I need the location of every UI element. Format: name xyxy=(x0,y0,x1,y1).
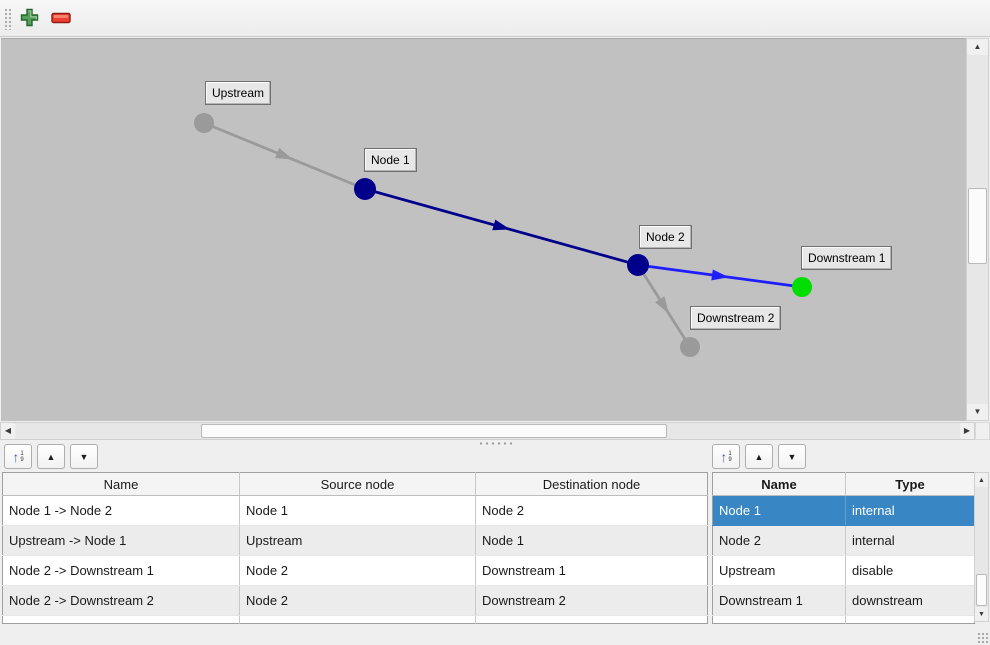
node-upstream[interactable] xyxy=(194,113,214,133)
table-cell[interactable]: Node 2 -> Downstream 2 xyxy=(2,585,240,616)
table-cell[interactable]: Node 2 -> Downstream 1 xyxy=(2,555,240,586)
table-cell[interactable]: Node 2 xyxy=(239,555,476,586)
table-cell[interactable]: Node 1 xyxy=(712,495,846,526)
edges-move-down-button[interactable]: ▼ xyxy=(70,444,98,469)
node-node-1[interactable] xyxy=(354,178,376,200)
nodes-move-up-button[interactable]: ▲ xyxy=(745,444,773,469)
column-header-name[interactable]: Name xyxy=(2,472,240,496)
scroll-up-icon[interactable]: ▲ xyxy=(967,39,988,55)
scroll-right-icon[interactable]: ▶ xyxy=(960,423,974,439)
scroll-up-icon[interactable]: ▲ xyxy=(975,473,988,487)
main-toolbar xyxy=(0,0,990,37)
scroll-down-icon[interactable]: ▼ xyxy=(975,607,988,621)
column-header-name[interactable]: Name xyxy=(712,472,846,496)
scrollbar-corner xyxy=(975,422,990,440)
nodes-table-scroll-thumb[interactable] xyxy=(976,574,987,606)
node-label-node-2[interactable]: Node 2 xyxy=(639,225,692,249)
table-cell[interactable]: disable xyxy=(845,555,975,586)
node-label-upstream[interactable]: Upstream xyxy=(205,81,272,105)
table-cell[interactable]: Node 1 xyxy=(239,495,476,526)
table-cell[interactable]: Downstream 1 xyxy=(475,555,708,586)
empty-row xyxy=(712,615,975,624)
node-downstream-1[interactable] xyxy=(792,277,812,297)
table-cell[interactable]: Node 2 xyxy=(475,495,708,526)
graph-horizontal-scrollbar[interactable]: ◀ ▶ xyxy=(0,422,975,440)
nodes-table-scrollbar[interactable]: ▲ ▼ xyxy=(974,472,989,622)
node-label-downstream-1[interactable]: Downstream 1 xyxy=(801,246,893,270)
nodes-move-down-button[interactable]: ▼ xyxy=(778,444,806,469)
pane-splitter-handle[interactable] xyxy=(477,440,513,445)
node-label-node-1[interactable]: Node 1 xyxy=(364,148,417,172)
edge-arrow-icon xyxy=(655,296,669,314)
move-up-icon: ▲ xyxy=(46,451,56,462)
table-cell[interactable]: downstream xyxy=(845,585,975,616)
table-cell[interactable]: Node 1 xyxy=(475,525,708,556)
remove-icon xyxy=(51,12,71,27)
edges-move-up-button[interactable]: ▲ xyxy=(37,444,65,469)
graph-svg xyxy=(194,113,812,357)
table-cell[interactable]: Node 2 xyxy=(239,585,476,616)
column-header-source-node[interactable]: Source node xyxy=(239,472,476,496)
table-cell[interactable]: internal xyxy=(845,495,975,526)
table-cell[interactable]: Upstream xyxy=(239,525,476,556)
graph-vscroll-thumb[interactable] xyxy=(968,188,987,264)
table-cell[interactable]: Upstream -> Node 1 xyxy=(2,525,240,556)
table-cell[interactable]: Upstream xyxy=(712,555,846,586)
node-label-downstream-2[interactable]: Downstream 2 xyxy=(690,306,782,330)
window-resize-grip[interactable] xyxy=(977,632,988,643)
toolbar-drag-handle[interactable] xyxy=(4,8,13,30)
table-cell[interactable]: internal xyxy=(845,525,975,556)
graph-hscroll-thumb[interactable] xyxy=(201,424,667,438)
edge-arrow-icon xyxy=(711,269,729,281)
empty-row xyxy=(2,615,708,624)
column-header-type[interactable]: Type xyxy=(845,472,975,496)
move-down-icon: ▼ xyxy=(787,451,797,462)
scroll-down-icon[interactable]: ▼ xyxy=(967,404,988,420)
table-cell[interactable]: Node 2 xyxy=(712,525,846,556)
table-cell[interactable]: Downstream 1 xyxy=(712,585,846,616)
edge-arrow-icon xyxy=(275,147,293,160)
node-node-2[interactable] xyxy=(627,254,649,276)
table-cell[interactable]: Node 1 -> Node 2 xyxy=(2,495,240,526)
move-up-icon: ▲ xyxy=(754,451,764,462)
edge-arrow-icon xyxy=(492,219,511,231)
move-down-icon: ▼ xyxy=(79,451,89,462)
remove-button[interactable] xyxy=(48,6,74,32)
scroll-left-icon[interactable]: ◀ xyxy=(1,423,15,439)
table-cell[interactable]: Downstream 2 xyxy=(475,585,708,616)
add-button[interactable] xyxy=(16,6,42,32)
add-icon xyxy=(20,8,39,30)
graph-vertical-scrollbar[interactable]: ▲ ▼ xyxy=(966,38,989,421)
node-downstream-2[interactable] xyxy=(680,337,700,357)
column-header-destination-node[interactable]: Destination node xyxy=(475,472,708,496)
